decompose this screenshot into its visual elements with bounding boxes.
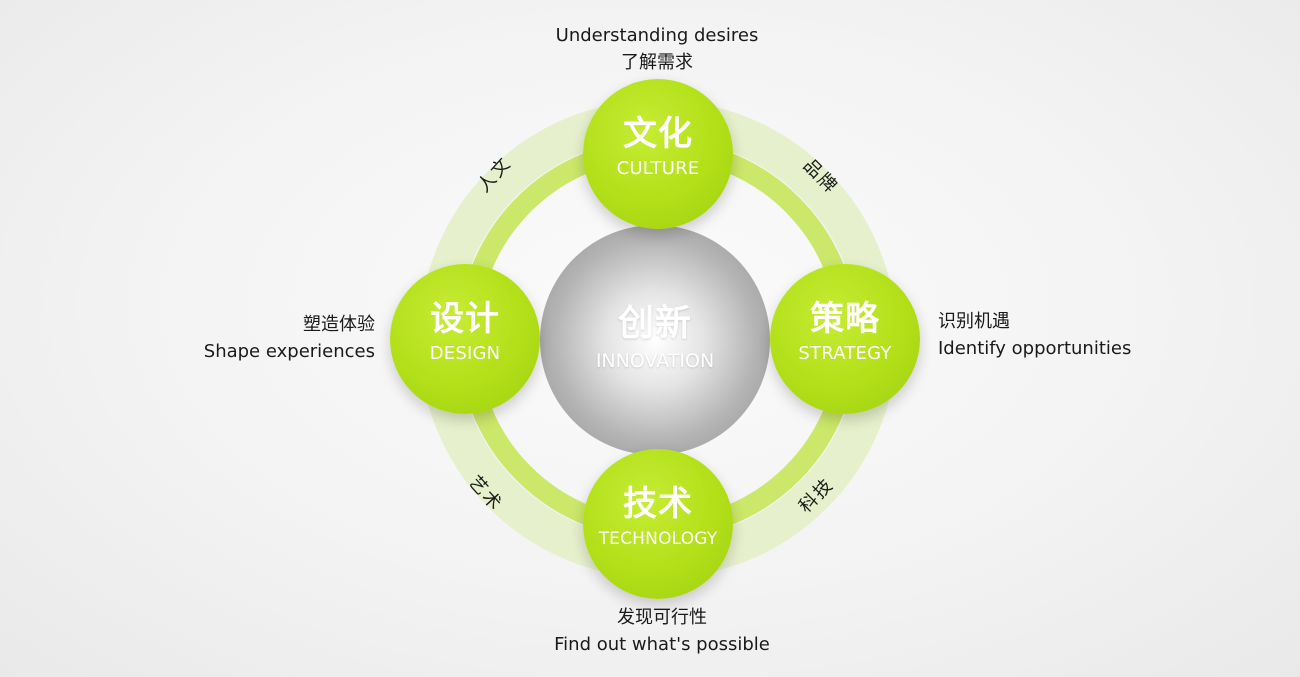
node-design-zh: 设计: [430, 299, 500, 339]
node-strategy-zh: 策略: [810, 299, 880, 339]
center-title-en: INNOVATION: [595, 350, 715, 372]
caption-top: Understanding desires 了解需求: [552, 22, 762, 76]
caption-left-zh: 塑造体验: [303, 314, 375, 335]
caption-left-en: Shape experiences: [203, 341, 375, 362]
caption-bottom-en: Find out what's possible: [554, 634, 770, 655]
node-technology-en: TECHNOLOGY: [598, 529, 718, 549]
node-culture: 文化 CULTURE: [583, 79, 733, 229]
caption-left: 塑造体验 Shape experiences: [170, 311, 375, 365]
node-culture-en: CULTURE: [616, 158, 700, 179]
node-technology-zh: 技术: [623, 484, 693, 524]
center-title-zh: 创新: [617, 303, 692, 344]
caption-right-en: Identify opportunities: [938, 338, 1132, 359]
caption-bottom-zh: 发现可行性: [617, 607, 707, 628]
caption-top-zh: 了解需求: [621, 52, 693, 73]
node-strategy: 策略 STRATEGY: [770, 264, 920, 414]
node-design: 设计 DESIGN: [390, 264, 540, 414]
caption-right: 识别机遇 Identify opportunities: [938, 308, 1198, 362]
caption-right-zh: 识别机遇: [938, 311, 1010, 332]
caption-bottom: 发现可行性 Find out what's possible: [532, 604, 792, 658]
node-technology: 技术 TECHNOLOGY: [583, 449, 733, 599]
caption-top-en: Understanding desires: [555, 25, 759, 46]
node-culture-zh: 文化: [623, 114, 693, 154]
node-strategy-en: STRATEGY: [798, 343, 892, 364]
node-design-en: DESIGN: [429, 343, 501, 364]
center-node-innovation: 创新 INNOVATION: [540, 225, 770, 455]
